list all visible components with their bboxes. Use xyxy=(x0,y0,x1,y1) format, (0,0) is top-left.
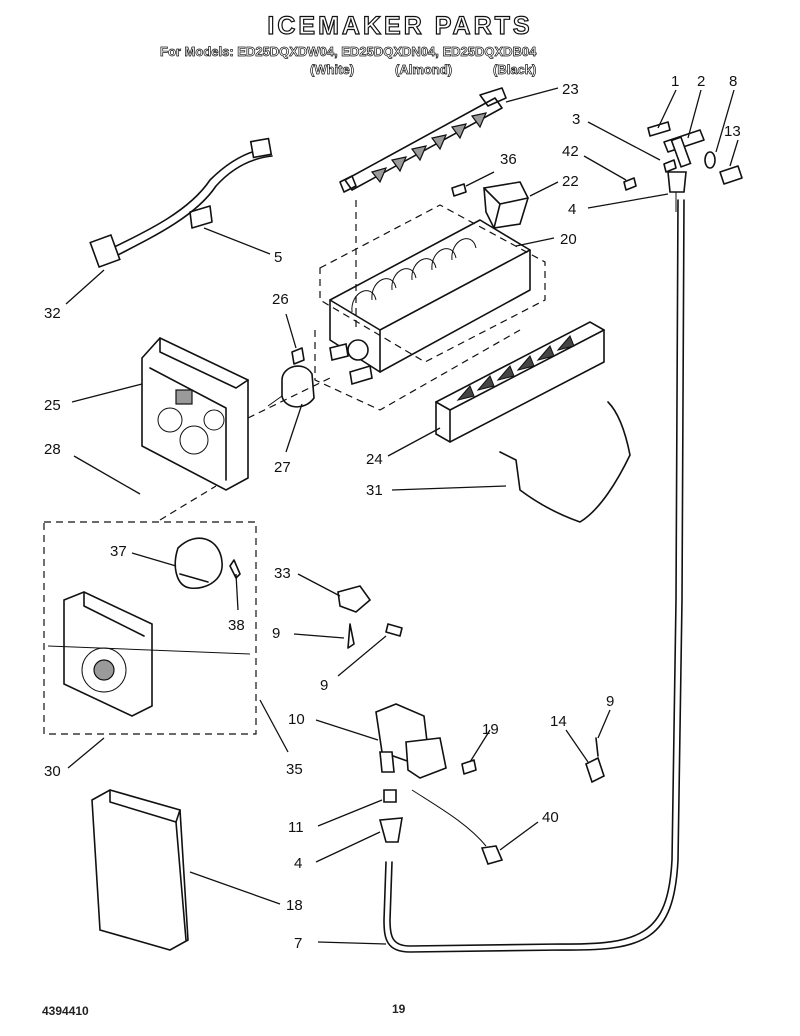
callout-8: 8 xyxy=(729,73,737,90)
callout-27: 27 xyxy=(274,459,291,476)
part-35-mounting-plate xyxy=(47,591,251,717)
callout-9-b: 9 xyxy=(320,677,328,694)
callout-18: 18 xyxy=(286,897,303,914)
part-10-water-valve xyxy=(375,703,447,779)
part-19-screw xyxy=(461,759,477,775)
part-20-ice-mold xyxy=(314,204,546,411)
callout-33: 33 xyxy=(274,565,291,582)
callout-35: 35 xyxy=(286,761,303,778)
callout-10: 10 xyxy=(288,711,305,728)
part-24-stripper xyxy=(435,321,605,443)
part-40-nut xyxy=(411,789,504,865)
callout-13: 13 xyxy=(724,123,741,140)
callout-19: 19 xyxy=(482,721,499,738)
part-36-screw xyxy=(451,183,467,197)
part-35-group-box xyxy=(43,521,257,735)
callout-4-bottom: 4 xyxy=(294,855,302,872)
callout-25: 25 xyxy=(44,397,61,414)
callout-14: 14 xyxy=(550,713,567,730)
callout-30: 30 xyxy=(44,763,61,780)
callout-5: 5 xyxy=(274,249,282,266)
part-31-shutoff-arm xyxy=(499,401,631,523)
callout-2: 2 xyxy=(697,73,705,90)
color-almond: (Almond) xyxy=(395,62,453,78)
part-27-thermostat xyxy=(267,365,315,408)
color-white: (White) xyxy=(310,62,355,78)
part-11-nut xyxy=(383,789,397,803)
part-23-ejector-blade xyxy=(339,87,507,193)
part-22-fill-cup xyxy=(483,181,529,229)
part-25-control-module xyxy=(141,337,249,491)
callout-36: 36 xyxy=(500,151,517,168)
page-number: 19 xyxy=(392,1002,406,1016)
part-38-screw xyxy=(229,559,241,579)
page-title: ICEMAKER PARTS xyxy=(267,11,533,40)
callout-32: 32 xyxy=(44,305,61,322)
callout-4-top: 4 xyxy=(568,201,576,218)
part-33-switch xyxy=(337,585,372,613)
callout-1: 1 xyxy=(671,73,679,90)
models-line: For Models: ED25DQXDW04, ED25DQXDN04, ED… xyxy=(160,44,537,60)
part-18-insulation xyxy=(91,789,189,951)
callout-9-c: 9 xyxy=(606,693,614,710)
leader-lines xyxy=(65,87,739,945)
callout-20: 20 xyxy=(560,231,577,248)
color-black: (Black) xyxy=(493,62,537,78)
callout-38: 38 xyxy=(228,617,245,634)
callout-7: 7 xyxy=(294,935,302,952)
callout-42: 42 xyxy=(562,143,579,160)
callout-11: 11 xyxy=(288,819,304,836)
part-14-clamp xyxy=(585,737,605,784)
part-37-motor xyxy=(174,537,223,589)
callout-3: 3 xyxy=(572,111,580,128)
callout-37: 37 xyxy=(110,543,127,560)
part-9-screw-a xyxy=(347,623,355,649)
part-9-screw-b xyxy=(385,623,403,637)
callout-24: 24 xyxy=(366,451,383,468)
callout-40: 40 xyxy=(542,809,559,826)
fill-cup-fittings xyxy=(623,121,743,212)
part-4-ferrule xyxy=(378,817,403,843)
callout-9-a: 9 xyxy=(272,625,280,642)
callout-numbers: 1 2 8 3 13 42 4 23 36 22 20 5 32 26 25 2… xyxy=(44,73,741,952)
callout-28: 28 xyxy=(44,441,61,458)
part-32-wire-harness xyxy=(89,137,273,269)
doc-number: 4394410 xyxy=(42,1004,89,1018)
callout-31: 31 xyxy=(366,482,383,499)
callout-26: 26 xyxy=(272,291,289,308)
part-26-clip xyxy=(291,347,305,365)
callout-23: 23 xyxy=(562,81,579,98)
water-tube xyxy=(389,199,679,947)
callout-22: 22 xyxy=(562,173,579,190)
